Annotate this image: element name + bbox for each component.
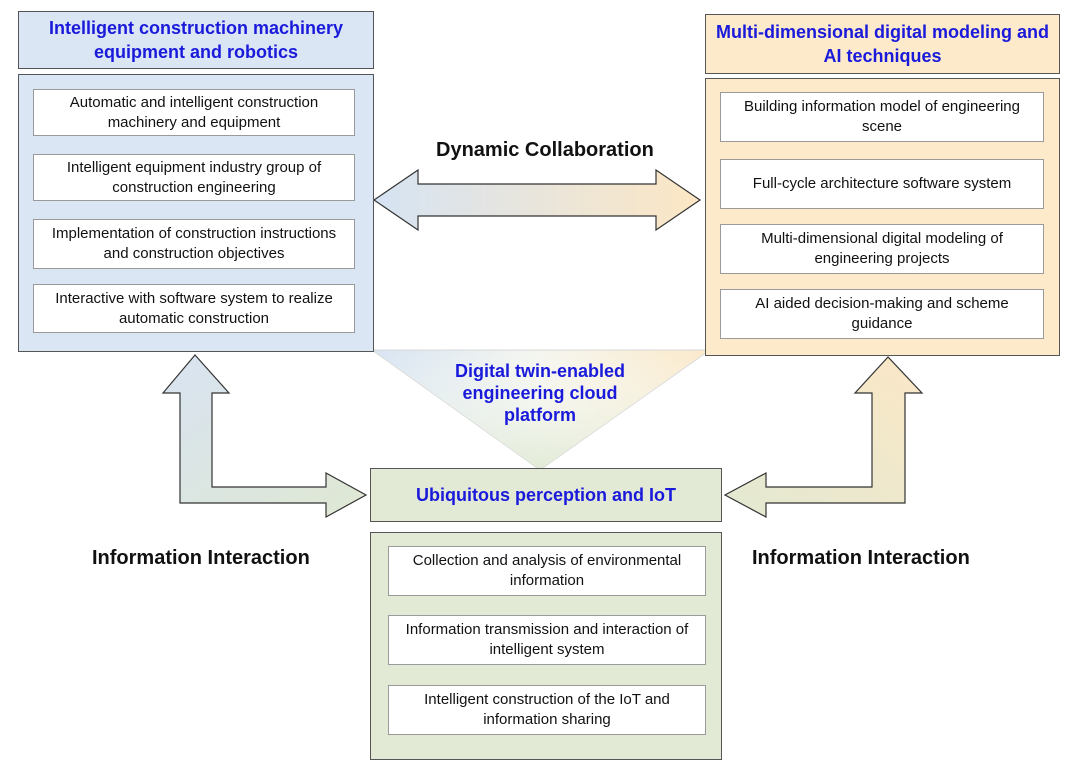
- dynamic-collaboration-arrow: [372, 168, 702, 232]
- dynamic-collaboration-label: Dynamic Collaboration: [436, 139, 654, 161]
- cloud-platform-label: Digital twin-enabled engineering cloud p…: [454, 361, 625, 425]
- right-information-interaction-label: Information Interaction: [752, 547, 970, 569]
- right-item-3-text: Multi-dimensional digital modeling of en…: [761, 230, 1003, 267]
- right-information-arrow: [723, 356, 924, 519]
- bottom-module-title-text: Ubiquitous perception and IoT: [416, 485, 676, 505]
- left-module-title: Intelligent construction machinery equip…: [18, 11, 374, 69]
- bottom-item-3: Intelligent construction of the IoT and …: [388, 685, 706, 735]
- left-item-4: Interactive with software system to real…: [33, 284, 355, 333]
- right-item-3: Multi-dimensional digital modeling of en…: [720, 224, 1044, 274]
- right-item-2: Full-cycle architecture software system: [720, 159, 1044, 209]
- right-item-1: Building information model of engineerin…: [720, 92, 1044, 142]
- left-item-1: Automatic and intelligent construction m…: [33, 89, 355, 136]
- bottom-item-2-text: Information transmission and interaction…: [405, 621, 689, 658]
- right-item-4-text: AI aided decision-making and scheme guid…: [755, 295, 1009, 332]
- left-information-arrow: [161, 354, 368, 519]
- right-item-4: AI aided decision-making and scheme guid…: [720, 289, 1044, 339]
- left-item-4-text: Interactive with software system to real…: [55, 289, 333, 327]
- left-item-3: Implementation of construction instructi…: [33, 219, 355, 269]
- left-item-1-text: Automatic and intelligent construction m…: [69, 93, 319, 131]
- left-module-title-text: Intelligent construction machinery equip…: [48, 18, 344, 62]
- cloud-platform-triangle-shade: [372, 350, 710, 470]
- right-item-2-text: Full-cycle architecture software system: [752, 175, 1012, 192]
- right-item-1-text: Building information model of engineerin…: [743, 98, 1020, 135]
- right-module-title: Multi-dimensional digital modeling and A…: [705, 14, 1060, 74]
- bottom-item-1: Collection and analysis of environmental…: [388, 546, 706, 596]
- left-module-panel: Automatic and intelligent construction m…: [18, 74, 374, 352]
- right-module-title-text: Multi-dimensional digital modeling and A…: [716, 22, 1049, 66]
- bottom-item-1-text: Collection and analysis of environmental…: [412, 552, 682, 589]
- right-module-panel: Building information model of engineerin…: [705, 78, 1060, 356]
- bottom-module-title: Ubiquitous perception and IoT: [370, 468, 722, 522]
- bottom-item-2: Information transmission and interaction…: [388, 615, 706, 665]
- bottom-module-panel: Collection and analysis of environmental…: [370, 532, 722, 760]
- left-item-3-text: Implementation of construction instructi…: [51, 225, 337, 262]
- left-information-interaction-label: Information Interaction: [92, 547, 310, 569]
- bottom-item-3-text: Intelligent construction of the IoT and …: [424, 691, 670, 728]
- left-item-2-text: Intelligent equipment industry group of …: [66, 158, 322, 196]
- left-item-2: Intelligent equipment industry group of …: [33, 154, 355, 201]
